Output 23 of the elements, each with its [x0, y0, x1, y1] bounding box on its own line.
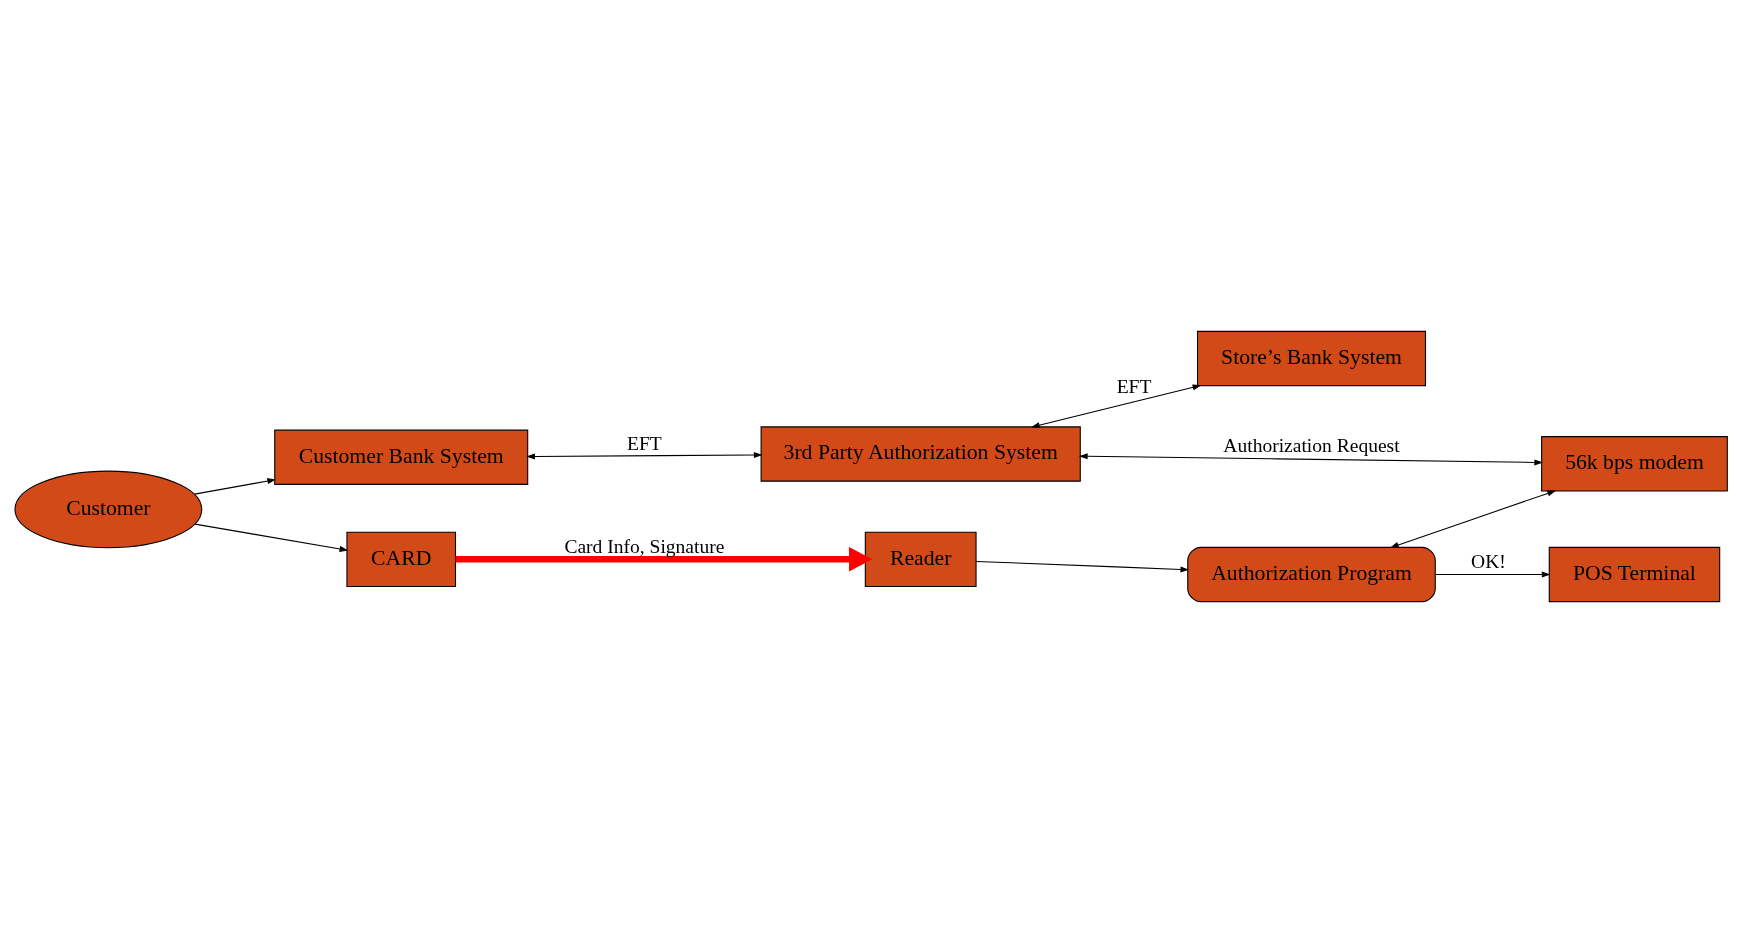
edge-label: Card Info, Signature [564, 536, 725, 558]
node-box: POS Terminal [1548, 546, 1721, 603]
node-box: Store’s Bank System [1196, 330, 1427, 387]
node-ellipse: Customer [14, 470, 203, 549]
arrow [526, 452, 763, 460]
node-box: Customer Bank System [274, 429, 529, 485]
node-box: Authorization Program [1187, 546, 1436, 603]
arrow [194, 478, 277, 495]
arrow [455, 547, 873, 572]
arrow [194, 523, 349, 552]
node-box: CARD [346, 531, 457, 587]
arrow [1389, 490, 1557, 548]
arrow [1031, 384, 1202, 429]
arrow [975, 560, 1190, 573]
arrow [1435, 571, 1551, 578]
edge-label: Authorization Request [1223, 435, 1400, 457]
node-box: 56k bps modem [1541, 436, 1728, 492]
node-box: Reader [864, 531, 977, 587]
node-box: 3rd Party Authorization System [760, 426, 1081, 482]
edge-label: OK! [1471, 551, 1506, 573]
edge-label: EFT [1116, 375, 1152, 397]
arrow [1078, 453, 1544, 466]
edge-label: EFT [627, 433, 662, 455]
